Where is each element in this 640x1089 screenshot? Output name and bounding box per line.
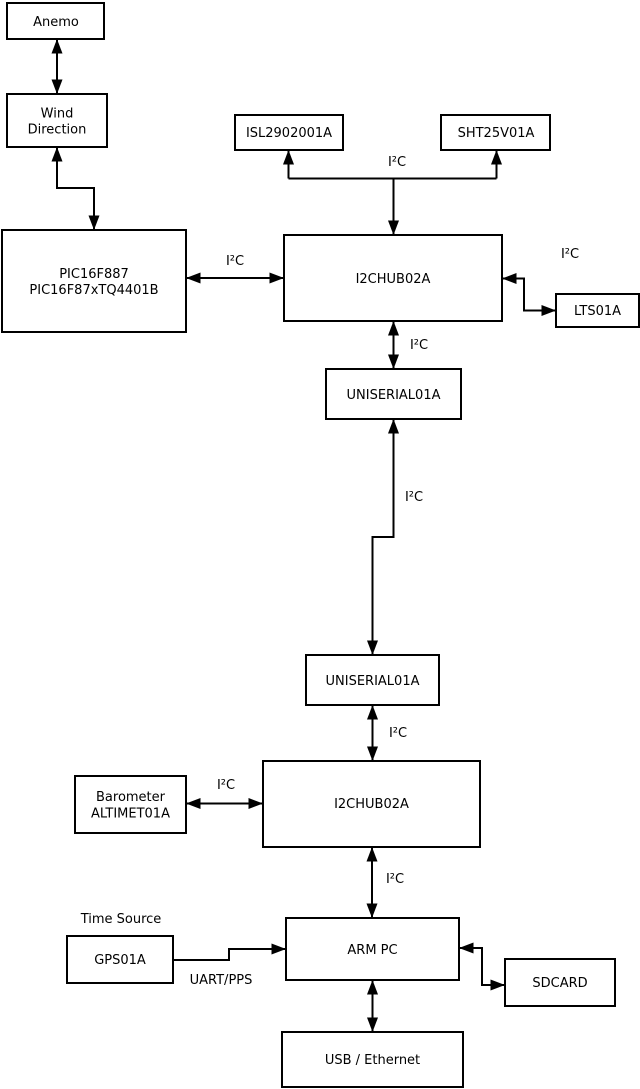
node-anemometer [6,2,105,40]
edge-hub1-lts [502,273,556,316]
label-i2c-uni1-uni2: I²C [405,490,423,505]
node-arm-pc [285,917,460,981]
node-uniserial-upper [325,368,462,420]
node-i2c-hub-upper [283,234,503,322]
node-uniserial-lower [305,654,440,706]
node-gps [66,935,174,984]
label-i2c-baro-hub2: I²C [217,778,235,793]
label-i2c-hub1-lts: I²C [561,247,579,262]
edge-wind-pic [51,147,100,230]
label-i2c-uni2-hub2: I²C [389,726,407,741]
node-lts-label: LTS01A [574,304,621,319]
node-wind-direction-label-line1: Wind [41,107,74,122]
edge-gps-arm [173,943,286,961]
node-usb-ethernet [281,1031,464,1088]
node-i2c-hub-lower [262,760,481,848]
node-sht-label: SHT25V01A [458,126,535,141]
label-time-source: Time Source [80,912,162,927]
label-uart-pps: UART/PPS [190,973,253,988]
node-barometer [74,775,187,834]
node-pic-label-line1: PIC16F887 [59,267,129,282]
node-isl-light-sensor [234,114,344,151]
node-usb-ethernet-label: USB / Ethernet [325,1053,420,1068]
node-uniserial-upper-label: UNISERIAL01A [347,388,441,403]
edge-arm-sdcard [459,942,505,991]
node-gps-label: GPS01A [94,953,146,968]
label-i2c-bus-top: I²C [388,155,406,170]
node-uniserial-lower-label: UNISERIAL01A [326,674,420,689]
node-lts-temperature-sensor [555,293,640,328]
node-wind-direction [6,93,108,148]
node-i2c-hub-upper-label: I2CHUB02A [356,272,431,287]
label-i2c-hub2-arm: I²C [386,872,404,887]
edge-uni1-uni2 [367,419,399,655]
node-barometer-label-line1: Barometer [96,790,166,805]
node-barometer-label-line2: ALTIMET01A [91,807,170,822]
node-arm-pc-label: ARM PC [347,943,397,958]
node-pic-microcontroller [1,229,187,333]
label-i2c-pic-hub1: I²C [226,254,244,269]
node-i2c-hub-lower-label: I2CHUB02A [334,797,409,812]
node-anemometer-label: Anemo [33,15,79,30]
node-pic-label-line2: PIC16F87xTQ4401B [29,283,158,298]
node-wind-direction-label-line2: Direction [28,123,87,138]
node-isl-label: ISL2902001A [246,126,332,141]
node-sdcard-label: SDCARD [532,976,587,991]
label-i2c-hub1-uni1: I²C [410,338,428,353]
node-sht-humidity-sensor [440,114,551,151]
node-sdcard [504,958,616,1007]
